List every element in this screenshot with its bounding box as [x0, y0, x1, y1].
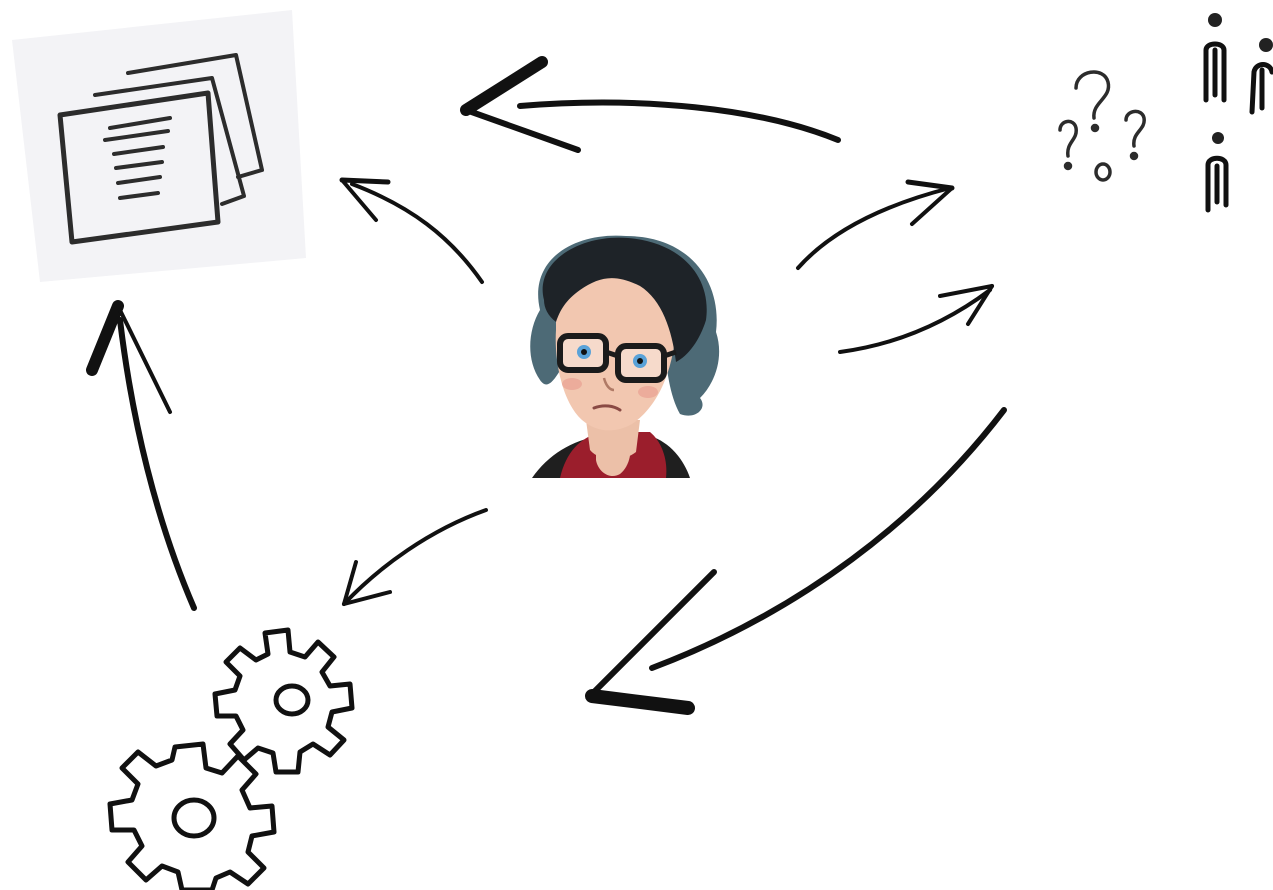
document-page-back: [126, 53, 264, 179]
arrow-people-to-documents: [460, 56, 841, 153]
document-text-lines: [103, 116, 172, 200]
avatar-hair-top: [542, 237, 707, 362]
arrow-center-to-people-lower: [838, 284, 994, 354]
arrow-center-to-documents: [339, 177, 484, 284]
person-avatar: [530, 235, 720, 478]
gear-upper: [212, 627, 355, 775]
avatar-hand: [596, 435, 631, 477]
avatar-glasses: [557, 333, 677, 383]
people-with-questions-icon: [1058, 13, 1273, 213]
gears-icon: [107, 627, 355, 890]
arrow-center-to-gears: [342, 508, 488, 606]
arrow-center-to-people: [796, 179, 955, 270]
question-marks: [1058, 70, 1146, 182]
person-figure-3: [1205, 132, 1229, 213]
documents-stack-icon: [12, 10, 306, 282]
person-figure-1: [1203, 13, 1227, 103]
avatar-mouth: [592, 404, 622, 412]
arrow-people-to-bottom: [585, 407, 1007, 715]
document-page-middle: [93, 76, 246, 206]
arrow-gears-to-documents: [86, 300, 197, 611]
document-page-front: [57, 90, 221, 245]
gear-lower: [107, 741, 277, 890]
person-figure-2: [1249, 38, 1273, 115]
